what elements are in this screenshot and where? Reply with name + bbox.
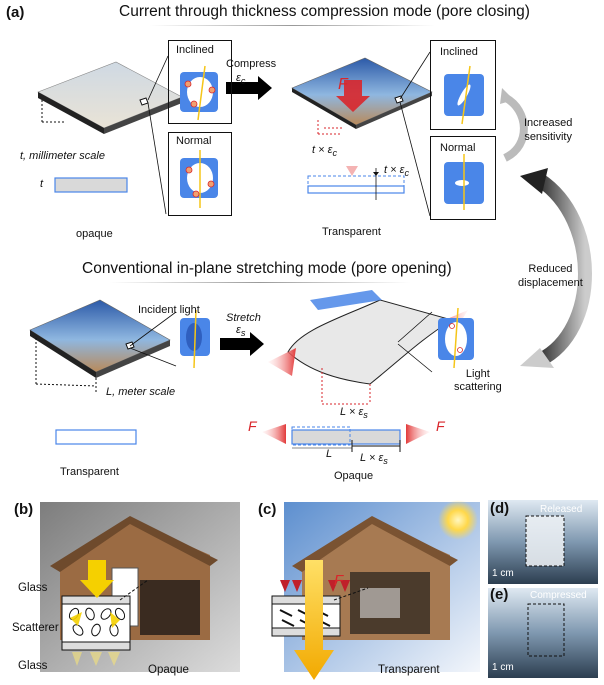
panel-b-glass-stack xyxy=(61,595,131,651)
glass-top-label: Glass xyxy=(18,582,48,594)
stretch-film-plate xyxy=(29,299,171,378)
incident-light-inset xyxy=(180,309,210,369)
reduced-displacement-line1: Reduced xyxy=(528,263,573,275)
bar-force-arrow-right xyxy=(406,424,430,444)
reduced-displacement-line2: displacement xyxy=(518,277,583,289)
compressed-label: Compressed xyxy=(530,590,587,601)
inset-inclined-label: Inclined xyxy=(176,44,214,56)
bar-force-arrow-left xyxy=(262,424,286,444)
right-inset-normal-graphic xyxy=(444,154,484,210)
compress-label: Compress xyxy=(226,58,277,70)
stretch-strain: εs xyxy=(236,324,245,338)
panel-label-a: (a) xyxy=(6,4,25,21)
title-divider xyxy=(150,25,435,26)
l-times-es-sub: s xyxy=(363,410,368,421)
inset-normal-label: Normal xyxy=(176,135,212,147)
small-compress-arrow xyxy=(346,166,358,176)
compress-strain: εc xyxy=(236,72,245,86)
l-times-es-label: L × εs xyxy=(340,406,368,420)
force-symbol-c: F xyxy=(334,572,344,589)
compression-mode-title: Current through thickness compression mo… xyxy=(119,3,530,20)
light-scattering-label: Light scattering xyxy=(454,368,502,394)
transparent-label-top: Transparent xyxy=(322,226,381,238)
title-divider-2 xyxy=(110,282,410,283)
increased-sensitivity-line2: sensitivity xyxy=(524,131,572,143)
t-times-ec-right-label: t × εc xyxy=(384,164,409,178)
stretch-label: Stretch xyxy=(226,312,261,324)
sun-icon xyxy=(438,500,478,540)
increased-sensitivity-arrow xyxy=(502,94,528,162)
opaque-label-top: opaque xyxy=(76,228,113,240)
opaque-state-label: Opaque xyxy=(148,664,189,676)
force-left: F xyxy=(248,418,257,434)
t-times-ec-sub: c xyxy=(332,148,338,159)
increased-sensitivity-label: Increased sensitivity xyxy=(524,116,572,144)
transparent-label-bottom: Transparent xyxy=(60,466,119,478)
transmitted-light-arrow-c xyxy=(294,560,334,680)
reduced-displacement-label: Reduced displacement xyxy=(518,262,583,290)
panel-label-e: (e) xyxy=(490,586,509,603)
compress-strain-symbol: ε xyxy=(236,72,241,84)
l-times-es-text: L × ε xyxy=(340,406,364,418)
stretching-mode-title: Conventional in-plane stretching mode (p… xyxy=(82,260,452,277)
right-inset-normal-label: Normal xyxy=(440,142,476,154)
l-times-es-bar-sub: s xyxy=(383,456,388,467)
t-times-ec-text: t × ε xyxy=(312,144,333,156)
light-scattering-inset xyxy=(438,307,474,369)
force-symbol-top: F xyxy=(338,76,348,93)
stretched-bar xyxy=(291,429,401,445)
stretch-strain-sub: s xyxy=(240,328,246,339)
panel-e-photo xyxy=(488,588,598,678)
t-times-ec-right-sub: c xyxy=(404,168,410,179)
light-scattering-line2: scattering xyxy=(454,381,502,393)
panel-label-c: (c) xyxy=(258,501,277,518)
right-inset-inclined-label: Inclined xyxy=(440,46,478,58)
l-times-es-bar-text: L × ε xyxy=(360,452,384,464)
compress-strain-sub: c xyxy=(240,76,246,87)
stretch-strain-symbol: ε xyxy=(236,324,241,336)
reduced-displacement-arrow xyxy=(535,174,592,367)
light-scattering-line1: Light xyxy=(465,368,490,380)
right-inset-inclined-frame xyxy=(430,40,496,130)
right-inset-normal-frame xyxy=(430,136,496,220)
scale-label-d: 1 cm xyxy=(492,568,514,579)
thickness-label: t, millimeter scale xyxy=(20,150,105,162)
inset-inclined-graphic xyxy=(180,65,218,121)
length-label: L, meter scale xyxy=(106,386,176,398)
original-length-bar xyxy=(55,429,137,445)
glass-bottom-label: Glass xyxy=(18,660,48,672)
opaque-label-bottom: Opaque xyxy=(334,470,374,482)
incident-light-arrow-b xyxy=(80,560,114,598)
t-times-ec-right-text: t × ε xyxy=(384,164,405,176)
t-times-ec-label: t × εc xyxy=(312,144,337,158)
inset-normal-frame xyxy=(168,132,232,216)
released-label: Released xyxy=(540,504,583,515)
thickness-bar xyxy=(54,177,128,193)
stretch-arrow xyxy=(220,332,264,356)
compressed-bar xyxy=(307,185,405,194)
inset-normal-graphic xyxy=(180,150,218,208)
increased-sensitivity-line1: Increased xyxy=(524,117,573,129)
pull-arrow-left xyxy=(268,348,296,376)
panel-label-d: (d) xyxy=(490,500,510,517)
l-times-es-bar-label: L × εs xyxy=(360,452,388,466)
right-inset-inclined-graphic xyxy=(444,65,484,125)
incident-light-label: Incident light xyxy=(138,304,200,316)
t-symbol: t xyxy=(40,178,44,190)
panel-d-photo xyxy=(488,500,598,584)
scatterer-label: Scatterer xyxy=(12,622,59,634)
panel-label-b: (b) xyxy=(14,501,34,518)
transparent-state-label: Transparent xyxy=(378,664,440,676)
opaque-film-plate xyxy=(37,61,183,134)
inset-inclined-frame xyxy=(168,40,232,124)
stretched-film-sheet xyxy=(287,290,454,385)
scale-label-e: 1 cm xyxy=(492,662,514,673)
thickness-label-text: t, millimeter scale xyxy=(20,150,105,162)
compress-force-arrow xyxy=(336,80,370,112)
force-right: F xyxy=(436,418,445,434)
compress-arrow xyxy=(226,76,272,100)
L-symbol: L xyxy=(326,448,333,460)
